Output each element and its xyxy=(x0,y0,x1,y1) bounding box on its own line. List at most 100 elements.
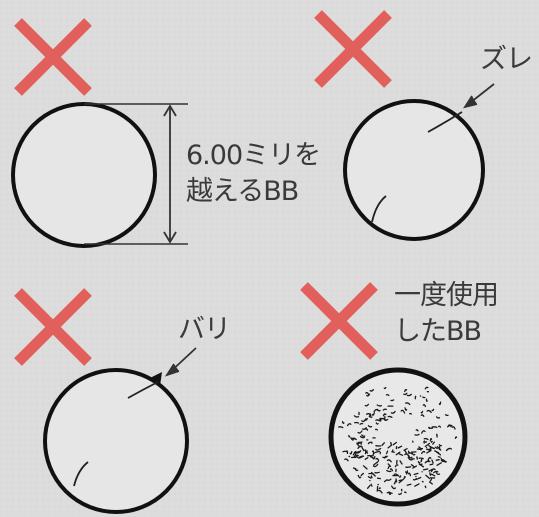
label-burr: バリ xyxy=(178,314,231,346)
scuff-stroke xyxy=(349,450,353,455)
scuff-stroke xyxy=(371,412,375,416)
scuff-stroke xyxy=(353,415,360,418)
scuff-stroke xyxy=(351,437,357,441)
scuff-stroke xyxy=(350,437,355,441)
scuff-stroke xyxy=(398,479,402,482)
scuff-stroke xyxy=(400,409,406,414)
scuff-stroke xyxy=(428,445,433,449)
scuff-stroke xyxy=(352,450,357,456)
scuff-stroke xyxy=(399,475,402,479)
scuff-stroke xyxy=(414,433,420,436)
scuff-stroke xyxy=(403,491,407,494)
scuff-stroke xyxy=(424,386,429,390)
scuff-stroke xyxy=(382,408,387,411)
scuff-stroke xyxy=(361,446,365,452)
scuff-stroke xyxy=(393,480,397,485)
scuff-stroke xyxy=(390,410,396,414)
scuff-stroke xyxy=(387,444,393,449)
scuff-stroke xyxy=(372,463,379,468)
scuff-stroke xyxy=(390,441,393,446)
scuff-stroke xyxy=(417,461,421,464)
seam-line xyxy=(371,195,387,223)
scuff-stroke xyxy=(432,447,436,450)
scuff-stroke xyxy=(447,424,452,428)
scuff-stroke xyxy=(420,458,423,463)
seam-line xyxy=(427,111,463,133)
scuff-stroke xyxy=(434,446,438,450)
scuff-stroke xyxy=(387,465,390,470)
scuff-stroke xyxy=(346,423,352,427)
scuff-stroke xyxy=(420,410,424,414)
scuff-stroke xyxy=(407,456,414,461)
label-used: 一度使用 したBB xyxy=(394,280,499,348)
scuff-stroke xyxy=(387,415,393,419)
scuff-stroke xyxy=(418,446,422,450)
scuff-stroke xyxy=(376,404,382,407)
scuff-stroke xyxy=(420,414,425,417)
cross-mark-icon xyxy=(14,288,92,366)
scuff-stroke xyxy=(384,418,389,421)
scuff-stroke xyxy=(346,450,349,455)
scuff-stroke xyxy=(359,455,363,458)
scuff-stroke xyxy=(344,458,349,462)
scuff-stroke xyxy=(376,447,382,451)
panel-misaligned xyxy=(314,10,495,241)
scuff-stroke xyxy=(429,463,434,466)
cross-mark-icon xyxy=(314,10,392,88)
scuff-stroke xyxy=(424,485,427,489)
scuff-stroke xyxy=(423,437,429,441)
burr-spike xyxy=(150,372,162,386)
scuff-stroke xyxy=(438,401,442,406)
scuff-stroke xyxy=(348,434,351,438)
scuff-stroke xyxy=(405,466,412,468)
scuff-stroke xyxy=(407,450,410,455)
bb-circle-misaligned xyxy=(343,99,485,241)
scuff-stroke xyxy=(381,442,385,446)
scuff-stroke xyxy=(366,393,371,397)
scuff-stroke xyxy=(388,491,392,496)
scuff-stroke xyxy=(425,398,428,402)
scuff-stroke xyxy=(361,434,366,437)
label-line: 一度使用 xyxy=(394,280,499,311)
scuff-stroke xyxy=(373,408,379,413)
scuff-stroke xyxy=(385,394,390,397)
scuff-stroke xyxy=(395,451,401,456)
scuff-stroke xyxy=(341,420,345,424)
scuff-stroke xyxy=(416,456,418,460)
scuff-stroke xyxy=(373,460,379,466)
scuff-stroke xyxy=(362,427,367,430)
scuff-stroke xyxy=(394,464,399,468)
scuff-stroke xyxy=(429,437,433,442)
scuff-stroke xyxy=(428,426,434,429)
scuff-stroke xyxy=(431,459,434,464)
scuff-stroke xyxy=(403,448,408,451)
scuff-stroke xyxy=(414,483,420,487)
label-line: 6.00ミリを xyxy=(186,140,321,171)
scuff-stroke xyxy=(399,460,403,465)
scuff-stroke xyxy=(397,445,403,449)
scuff-stroke xyxy=(398,453,404,456)
scuff-stroke xyxy=(385,450,389,455)
scuff-stroke xyxy=(383,386,387,390)
scuff-stroke xyxy=(386,469,392,473)
scuff-stroke xyxy=(445,447,453,452)
scuff-stroke xyxy=(364,449,369,454)
scuff-stroke xyxy=(433,470,439,474)
bb-circle-used xyxy=(328,367,468,507)
scuff-stroke xyxy=(422,468,429,471)
label-line: したBB xyxy=(394,316,482,347)
scuff-stroke xyxy=(436,451,442,456)
label-line: バリ xyxy=(178,314,231,345)
scuff-stroke xyxy=(370,475,373,479)
scuff-stroke xyxy=(415,476,422,480)
scuff-stroke xyxy=(430,468,436,473)
scuff-stroke xyxy=(365,391,370,396)
scuff-stroke xyxy=(407,472,412,477)
scuff-stroke xyxy=(391,485,396,490)
scuff-stroke xyxy=(403,392,408,396)
scuff-stroke xyxy=(406,393,412,397)
scuff-stroke xyxy=(426,449,432,454)
scuff-stroke xyxy=(375,419,381,422)
scuff-stroke xyxy=(383,479,388,483)
scuff-stroke xyxy=(375,448,378,451)
